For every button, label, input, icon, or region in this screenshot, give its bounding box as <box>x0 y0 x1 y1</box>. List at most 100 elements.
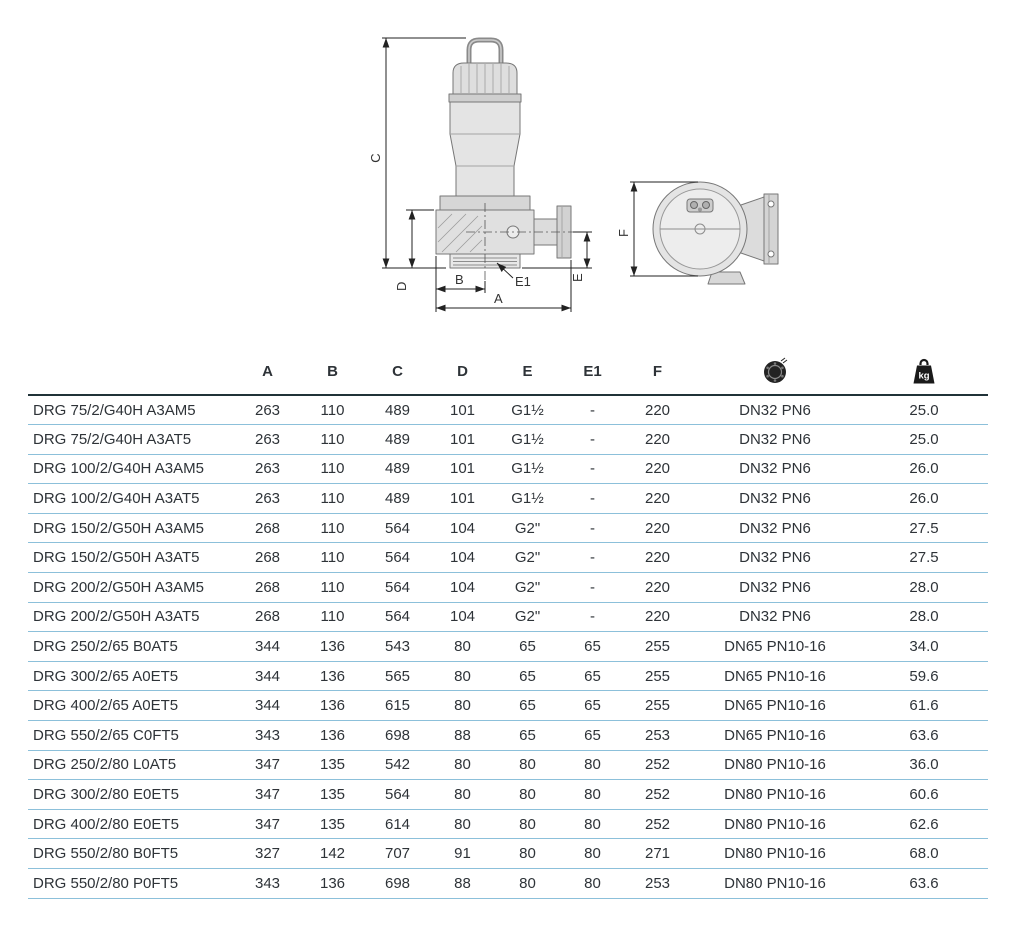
value-cell: 263 <box>235 454 300 485</box>
value-cell: 80 <box>560 779 625 810</box>
value-cell: 59.6 <box>860 661 988 692</box>
value-cell: DN32 PN6 <box>690 602 860 633</box>
value-cell: - <box>560 602 625 633</box>
value-cell: - <box>560 454 625 485</box>
value-cell: 62.6 <box>860 809 988 840</box>
model-cell: DRG 200/2/G50H A3AT5 <box>28 602 235 633</box>
model-column-header <box>28 353 235 396</box>
model-cell: DRG 250/2/65 B0AT5 <box>28 631 235 662</box>
value-cell: G2" <box>495 572 560 603</box>
value-cell: 253 <box>625 868 690 899</box>
value-cell: 101 <box>430 454 495 485</box>
value-cell: 80 <box>430 690 495 722</box>
value-cell: 252 <box>625 779 690 810</box>
value-cell: 104 <box>430 572 495 603</box>
value-cell: 347 <box>235 779 300 810</box>
dim-label-d: D <box>394 282 409 291</box>
value-cell: G1½ <box>495 483 560 514</box>
value-cell: 104 <box>430 602 495 633</box>
value-cell: 91 <box>430 838 495 869</box>
value-cell: 80 <box>560 838 625 869</box>
value-cell: 26.0 <box>860 454 988 485</box>
value-cell: DN80 PN10-16 <box>690 809 860 840</box>
value-cell: DN32 PN6 <box>690 454 860 485</box>
value-cell: DN80 PN10-16 <box>690 750 860 781</box>
value-cell: 220 <box>625 454 690 485</box>
value-cell: 104 <box>430 542 495 574</box>
value-cell: 252 <box>625 809 690 840</box>
value-cell: 327 <box>235 838 300 869</box>
value-cell: 343 <box>235 868 300 899</box>
value-cell: 698 <box>365 720 430 751</box>
value-cell: DN65 PN10-16 <box>690 661 860 692</box>
value-cell: 80 <box>430 809 495 840</box>
value-cell: 63.6 <box>860 720 988 751</box>
value-cell: - <box>560 542 625 574</box>
value-cell: 489 <box>365 395 430 426</box>
model-cell: DRG 150/2/G50H A3AT5 <box>28 542 235 574</box>
model-cell: DRG 150/2/G50H A3AM5 <box>28 513 235 544</box>
value-cell: 564 <box>365 542 430 574</box>
value-cell: G2" <box>495 542 560 574</box>
value-cell: 80 <box>430 661 495 692</box>
value-cell: 268 <box>235 572 300 603</box>
column-header-b: B <box>300 353 365 396</box>
model-cell: DRG 75/2/G40H A3AM5 <box>28 395 235 426</box>
dim-label-a: A <box>494 291 503 306</box>
model-cell: DRG 250/2/80 L0AT5 <box>28 750 235 781</box>
value-cell: 88 <box>430 720 495 751</box>
value-cell: DN65 PN10-16 <box>690 690 860 722</box>
value-cell: G1½ <box>495 395 560 426</box>
value-cell: 615 <box>365 690 430 722</box>
side-view-dimension-lines <box>630 181 698 277</box>
value-cell: 565 <box>365 661 430 692</box>
value-cell: 255 <box>625 661 690 692</box>
model-cell: DRG 100/2/G40H A3AT5 <box>28 483 235 514</box>
front-view-dimension-lines <box>382 37 592 312</box>
model-cell: DRG 300/2/65 A0ET5 <box>28 661 235 692</box>
value-cell: 263 <box>235 424 300 455</box>
value-cell: 489 <box>365 454 430 485</box>
value-cell: 110 <box>300 395 365 426</box>
value-cell: 564 <box>365 602 430 633</box>
value-cell: 65 <box>495 631 560 662</box>
weight-unit-label: kg <box>918 370 929 381</box>
side-foot <box>707 271 746 285</box>
value-cell: 220 <box>625 602 690 633</box>
value-cell: 542 <box>365 750 430 781</box>
value-cell: 255 <box>625 631 690 662</box>
dimensions-table: A B C D E E1 F <box>28 353 988 899</box>
value-cell: 110 <box>300 454 365 485</box>
value-cell: 110 <box>300 513 365 544</box>
value-cell: 344 <box>235 661 300 692</box>
value-cell: 564 <box>365 513 430 544</box>
value-cell: 60.6 <box>860 779 988 810</box>
model-cell: DRG 400/2/80 E0ET5 <box>28 809 235 840</box>
model-cell: DRG 300/2/80 E0ET5 <box>28 779 235 810</box>
flange-icon <box>764 357 788 383</box>
value-cell: G2" <box>495 513 560 544</box>
value-cell: 88 <box>430 868 495 899</box>
value-cell: G1½ <box>495 454 560 485</box>
value-cell: 220 <box>625 395 690 426</box>
value-cell: 101 <box>430 424 495 455</box>
model-cell: DRG 550/2/80 B0FT5 <box>28 838 235 869</box>
value-cell: 63.6 <box>860 868 988 899</box>
value-cell: 255 <box>625 690 690 722</box>
pump-front-view <box>435 37 584 281</box>
value-cell: 65 <box>495 690 560 722</box>
model-cell: DRG 550/2/65 C0FT5 <box>28 720 235 751</box>
column-header-e1: E1 <box>560 353 625 396</box>
value-cell: 263 <box>235 395 300 426</box>
value-cell: 252 <box>625 750 690 781</box>
value-cell: 142 <box>300 838 365 869</box>
value-cell: 136 <box>300 690 365 722</box>
pump-technical-drawing: C D B A E E1 F <box>368 37 779 312</box>
